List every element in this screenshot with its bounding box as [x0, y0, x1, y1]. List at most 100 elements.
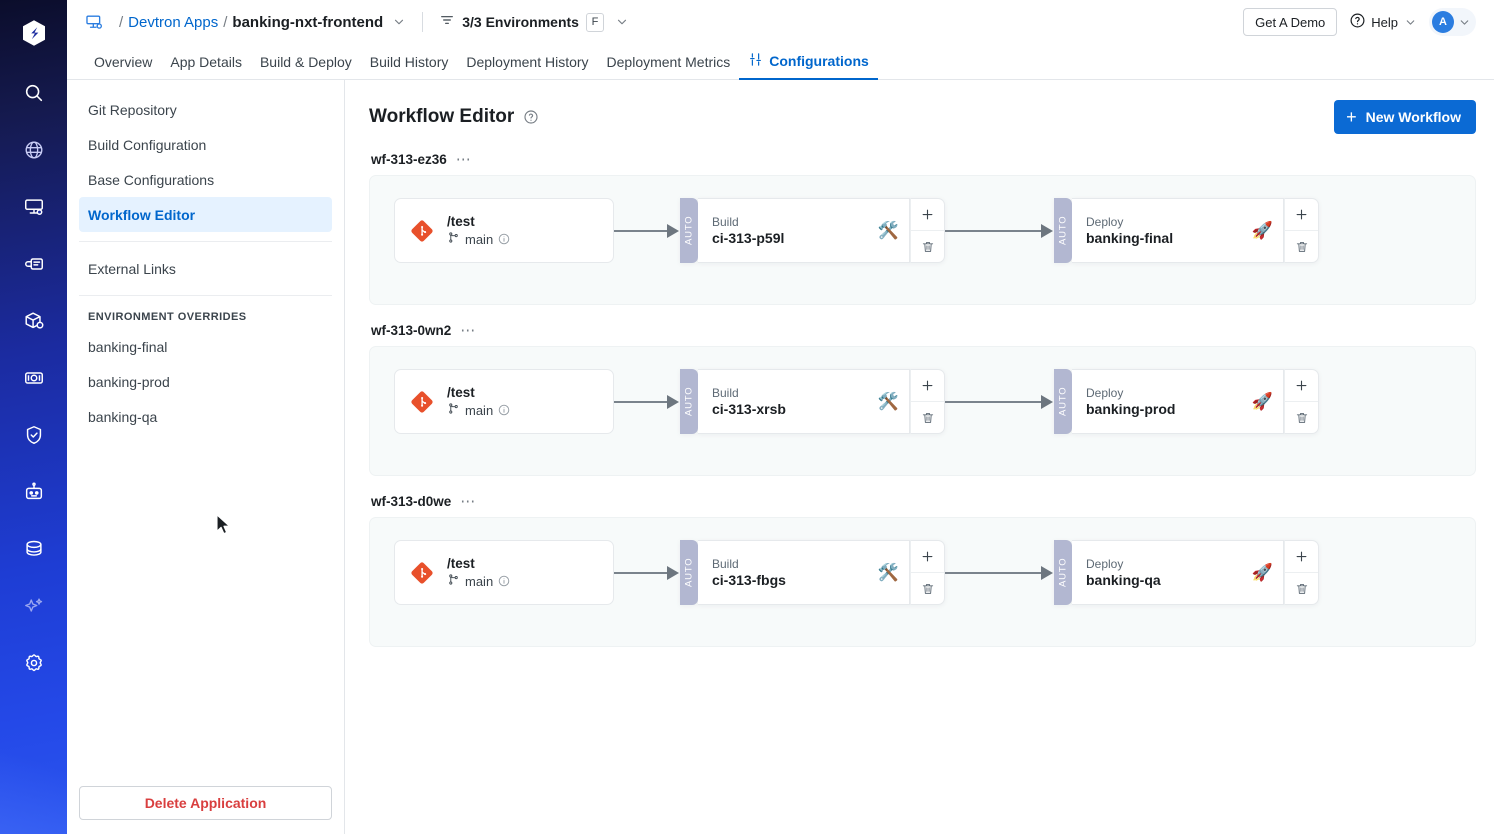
tab-deployment-metrics[interactable]: Deployment Metrics	[598, 54, 740, 79]
sidebar-item-base-configurations[interactable]: Base Configurations	[79, 162, 332, 197]
sidebar-item-git-repository[interactable]: Git Repository	[79, 92, 332, 127]
ellipsis-icon[interactable]: ⋯	[455, 150, 472, 168]
help-menu[interactable]: Help	[1349, 12, 1417, 32]
sidebar-item-banking-prod[interactable]: banking-prod	[79, 364, 332, 399]
tab-configurations[interactable]: Configurations	[739, 52, 878, 80]
build-node-body[interactable]: Build ci-313-p59l 🛠️	[698, 198, 910, 263]
tab-app-details[interactable]: App Details	[161, 54, 251, 79]
workflow-canvas: /test main	[369, 346, 1476, 476]
rail-item-chart-store[interactable]	[0, 520, 67, 577]
git-source-node[interactable]: /test main	[394, 198, 614, 263]
tab-deployment-history[interactable]: Deployment History	[457, 54, 597, 79]
delete-node-button[interactable]	[911, 402, 944, 433]
git-icon	[409, 560, 434, 585]
delete-node-button[interactable]	[1285, 231, 1318, 262]
delete-application-button[interactable]: Delete Application	[79, 786, 332, 820]
rail-item-jobs[interactable]	[0, 235, 67, 292]
sidebar-item-build-configuration[interactable]: Build Configuration	[79, 127, 332, 162]
chevron-down-icon[interactable]	[392, 15, 406, 29]
breadcrumb-devtron-apps[interactable]: Devtron Apps	[128, 13, 219, 31]
delete-node-button[interactable]	[1285, 402, 1318, 433]
workflow-name: wf-313-ez36	[371, 152, 447, 167]
build-node-kind: Build	[712, 386, 739, 400]
tab-label: Configurations	[769, 53, 869, 69]
breadcrumb-separator-2: /	[223, 13, 228, 31]
add-node-button[interactable]	[1285, 370, 1318, 402]
sidebar-item-banking-qa[interactable]: banking-qa	[79, 399, 332, 434]
delete-node-button[interactable]	[911, 573, 944, 604]
info-circle-icon[interactable]	[498, 233, 510, 245]
workflow-canvas: /test main	[369, 517, 1476, 647]
build-trigger-type[interactable]: AUTO	[680, 369, 698, 434]
get-a-demo-button[interactable]: Get A Demo	[1243, 8, 1338, 36]
rail-item-global-configurations[interactable]	[0, 634, 67, 691]
rail-item-applications[interactable]	[0, 178, 67, 235]
delete-node-button[interactable]	[911, 231, 944, 262]
git-branch-icon	[447, 573, 460, 589]
new-workflow-button[interactable]: + New Workflow	[1334, 100, 1476, 134]
connector-arrow	[945, 224, 1053, 238]
tab-overview[interactable]: Overview	[85, 54, 161, 79]
sidebar-item-label: Base Configurations	[88, 171, 215, 188]
workflow-title-row: wf-313-ez36 ⋯	[369, 150, 1476, 168]
deploy-trigger-type[interactable]: AUTO	[1054, 540, 1072, 605]
rail-item-resource-browser[interactable]	[0, 121, 67, 178]
sidebar-divider-1	[79, 241, 332, 242]
build-node-kind: Build	[712, 215, 739, 229]
git-repo-path: /test	[447, 214, 475, 229]
git-source-node[interactable]: /test main	[394, 369, 614, 434]
build-node-body[interactable]: Build ci-313-fbgs 🛠️	[698, 540, 910, 605]
workflow-block: wf-313-d0we ⋯ /test	[369, 494, 1476, 647]
git-branch-row: main	[447, 402, 510, 418]
user-menu[interactable]: A	[1429, 8, 1476, 36]
deploy-trigger-type[interactable]: AUTO	[1054, 198, 1072, 263]
content-header: Workflow Editor + New Workflow	[369, 100, 1476, 134]
add-node-button[interactable]	[1285, 199, 1318, 231]
deploy-node-body[interactable]: Deploy banking-prod 🚀	[1072, 369, 1284, 434]
sidebar-item-external-links[interactable]: External Links	[79, 251, 332, 286]
rocket-icon: 🚀	[1251, 221, 1273, 240]
page-body: Git Repository Build Configuration Base …	[67, 80, 1494, 834]
tab-build-and-deploy[interactable]: Build & Deploy	[251, 54, 361, 79]
deploy-trigger-type[interactable]: AUTO	[1054, 369, 1072, 434]
deploy-node-body[interactable]: Deploy banking-final 🚀	[1072, 198, 1284, 263]
help-circle-icon	[1349, 12, 1366, 32]
git-source-node[interactable]: /test main	[394, 540, 614, 605]
add-node-button[interactable]	[911, 370, 944, 402]
build-trigger-type[interactable]: AUTO	[680, 198, 698, 263]
info-circle-icon[interactable]	[498, 404, 510, 416]
add-node-button[interactable]	[1285, 541, 1318, 573]
rail-item-bulk-edit[interactable]	[0, 463, 67, 520]
sidebar-item-workflow-editor[interactable]: Workflow Editor	[79, 197, 332, 232]
rail-item-ai-assistant[interactable]	[0, 577, 67, 634]
build-node-body[interactable]: Build ci-313-xrsb 🛠️	[698, 369, 910, 434]
ellipsis-icon[interactable]: ⋯	[460, 321, 477, 339]
help-circle-icon[interactable]	[523, 109, 539, 125]
ellipsis-icon[interactable]: ⋯	[460, 492, 477, 510]
add-node-button[interactable]	[911, 541, 944, 573]
delete-node-button[interactable]	[1285, 573, 1318, 604]
deploy-node: AUTO Deploy banking-final 🚀	[1054, 198, 1319, 263]
build-trigger-type[interactable]: AUTO	[680, 540, 698, 605]
deploy-node-name: banking-qa	[1086, 572, 1161, 588]
rail-item-security[interactable]	[0, 406, 67, 463]
git-branch-row: main	[447, 231, 510, 247]
rail-item-search[interactable]	[0, 64, 67, 121]
info-circle-icon[interactable]	[498, 575, 510, 587]
app-header: / Devtron Apps / banking-nxt-frontend 3/…	[67, 0, 1494, 44]
environment-selector[interactable]: 3/3 Environments F	[439, 12, 629, 33]
rail-item-cost-visibility[interactable]	[0, 349, 67, 406]
tab-build-history[interactable]: Build History	[361, 54, 458, 79]
sidebar-item-banking-final[interactable]: banking-final	[79, 329, 332, 364]
sparkle-icon	[23, 595, 45, 617]
chevron-down-icon[interactable]	[615, 15, 629, 29]
shield-check-icon	[23, 424, 45, 446]
git-repo-path: /test	[447, 556, 475, 571]
rail-item-software-distribution[interactable]	[0, 292, 67, 349]
add-node-button[interactable]	[911, 199, 944, 231]
app-window-icon	[23, 196, 45, 218]
devtron-logo-icon[interactable]	[0, 8, 67, 58]
git-icon	[409, 218, 434, 243]
deploy-node-body[interactable]: Deploy banking-qa 🚀	[1072, 540, 1284, 605]
